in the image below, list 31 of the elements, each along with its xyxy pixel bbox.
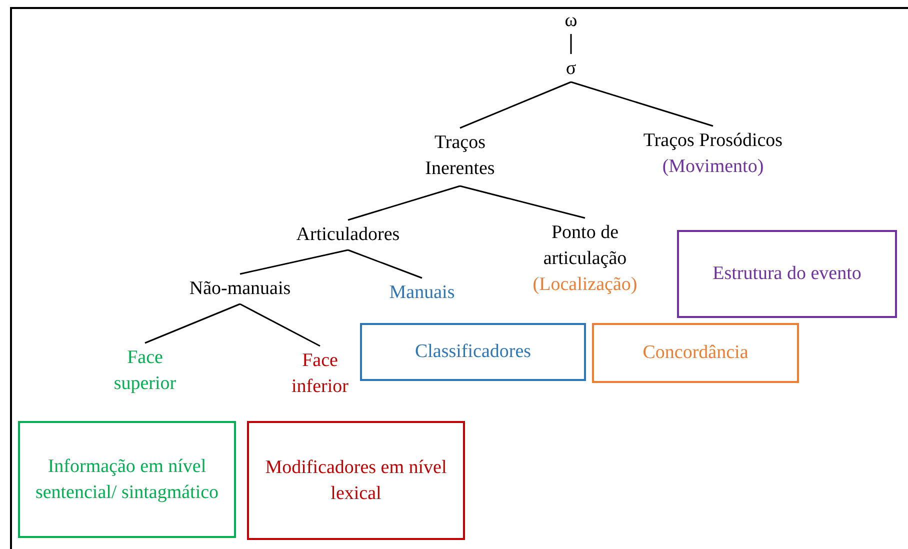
tree-label: Manuais [389,281,455,305]
tree-branch [460,81,572,129]
box-text: Classificadores [414,340,532,364]
tree-label: σ [566,57,576,81]
category-box [18,421,236,538]
tree-label: Face superior [112,346,178,396]
tree-label: Traços Prosódicos [643,129,783,153]
tree-branch [240,249,348,275]
box-text: Modificadores em nível lexical [264,456,448,506]
tree-branch [240,303,320,347]
tree-label: Ponto de articulação [542,221,628,271]
tree-branch [460,185,586,219]
category-box [360,323,586,381]
tree-branch [348,185,460,221]
tree-label: (Localização) [532,273,638,297]
tree-label: Face inferior [290,349,350,399]
category-box [677,230,897,318]
category-box [247,421,465,540]
box-text: Estrutura do evento [712,262,862,286]
tree-label: Articuladores [296,223,400,247]
tree-branch [570,34,572,54]
box-text: Concordância [642,341,748,365]
tree-branch [348,249,422,279]
tree-label: ω [564,9,578,33]
tree-branch [144,303,240,344]
box-text: Informação em nível sentencial/ sintagmático [34,454,220,504]
tree-branch [570,81,714,127]
category-box [592,323,799,383]
tree-label: Não-manuais [189,277,291,301]
tree-label: (Movimento) [662,155,764,179]
tree-label: Traços Inerentes [424,131,496,181]
